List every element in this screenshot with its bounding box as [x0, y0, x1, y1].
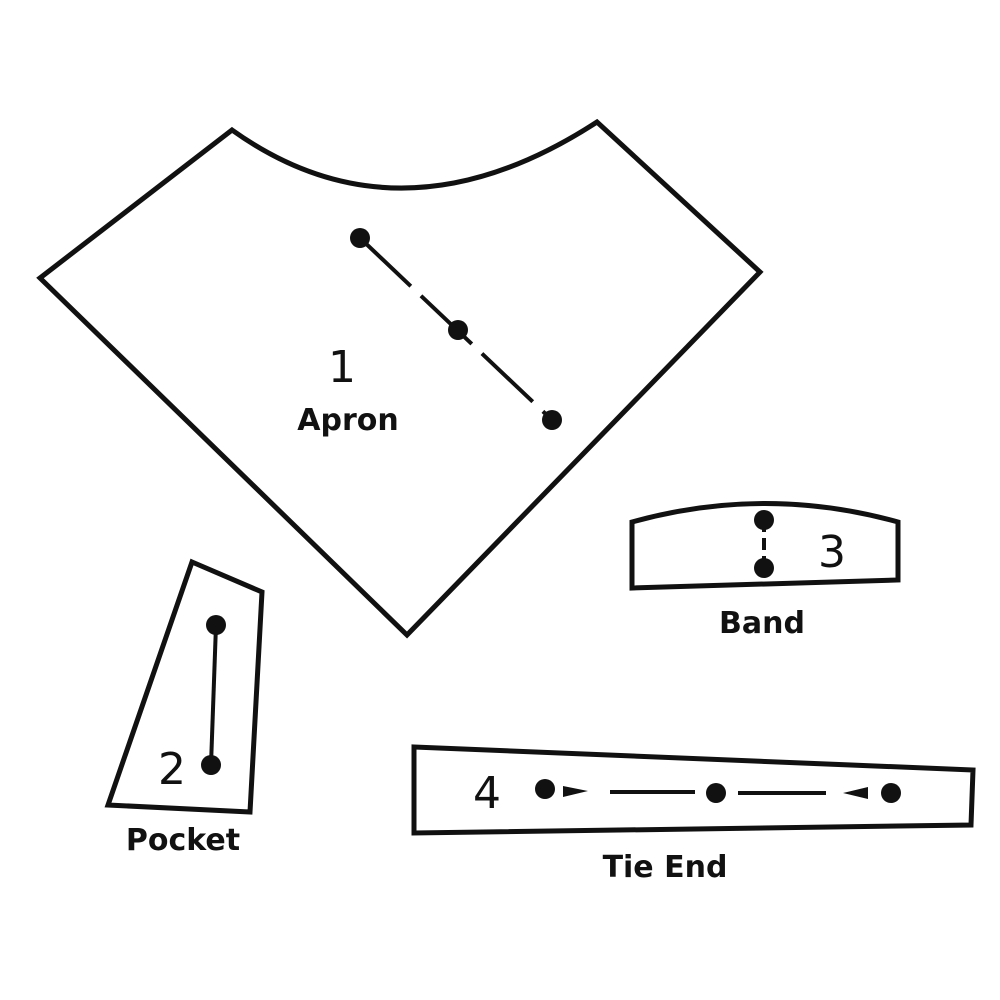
arrow-right-icon	[563, 786, 588, 797]
apron-dot	[448, 320, 468, 340]
tie-end-dot	[706, 783, 726, 803]
band-number: 3	[818, 527, 846, 578]
band-label: Band	[719, 606, 805, 641]
arrow-left-icon	[843, 787, 868, 799]
tie-end-dot	[535, 779, 555, 799]
tie-end-dot	[881, 783, 901, 803]
tie-end-number: 4	[473, 768, 501, 819]
apron-label: Apron	[297, 403, 398, 438]
apron-piece: 1 Apron	[36, 118, 764, 639]
pocket-label: Pocket	[126, 823, 240, 858]
pocket-dot	[201, 755, 221, 775]
tie-end-piece: 4 Tie End	[411, 744, 976, 885]
pocket-piece: 2 Pocket	[104, 558, 265, 858]
tie-end-label: Tie End	[603, 850, 728, 885]
pocket-dot	[206, 615, 226, 635]
apron-outline	[36, 118, 764, 639]
band-piece: 3 Band	[629, 501, 901, 641]
pocket-grainline	[209, 624, 218, 766]
band-dot	[754, 558, 774, 578]
apron-dot	[350, 228, 370, 248]
pocket-number: 2	[158, 744, 186, 795]
band-dot	[754, 510, 774, 530]
apron-number: 1	[328, 342, 356, 393]
apron-dot	[542, 410, 562, 430]
